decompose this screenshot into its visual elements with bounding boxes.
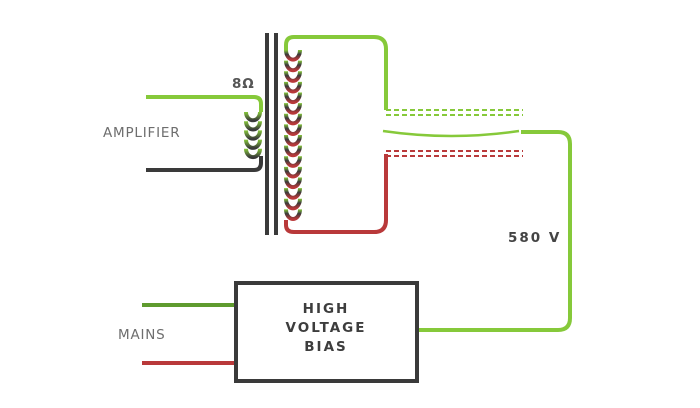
- coil-turn: [284, 209, 302, 221]
- coil-turn: [284, 187, 302, 200]
- impedance-label: 8Ω: [232, 76, 255, 92]
- coil-turn: [244, 148, 262, 159]
- coil-turn: [284, 102, 302, 115]
- bias-line-bias: BIAS: [304, 339, 348, 355]
- coil-turn: [284, 156, 302, 168]
- transformer-core-left-bar: [265, 33, 269, 235]
- coil-turn: [284, 166, 302, 179]
- amplifier-signal-wire: [146, 95, 263, 112]
- coil-turn: [284, 49, 302, 62]
- high-voltage-supply-wire: [419, 130, 572, 332]
- coil-turn: [284, 177, 302, 190]
- secondary-winding: [284, 49, 302, 221]
- bias-line-high: HIGH: [302, 301, 350, 317]
- secondary-top-wire: [284, 35, 388, 110]
- coil-turn: [244, 111, 262, 123]
- coil-turn: [244, 130, 262, 141]
- coil-turn: [244, 139, 262, 150]
- coil-turn: [284, 71, 302, 83]
- amplifier-label: AMPLIFIER: [103, 125, 181, 141]
- coil-turn: [284, 134, 302, 147]
- signal-trace: [382, 129, 520, 138]
- amplifier-ground-wire: [146, 156, 263, 172]
- coil-turn: [284, 113, 302, 126]
- transformer-core-right-bar: [274, 33, 278, 235]
- mains-label: MAINS: [118, 327, 166, 343]
- coil-turn: [284, 92, 302, 105]
- coil-turn: [284, 81, 302, 94]
- high-voltage-bias-box: [234, 281, 419, 383]
- bias-line-voltage: VOLTAGE: [285, 320, 367, 336]
- coil-turn: [284, 145, 302, 158]
- coil-turn: [244, 120, 262, 132]
- coil-turn: [284, 198, 302, 211]
- primary-winding: [244, 111, 262, 159]
- voltage-label: 580 V: [508, 230, 562, 246]
- bias-box-label: HIGH VOLTAGE BIAS: [236, 300, 416, 357]
- coil-turn: [284, 60, 302, 73]
- secondary-bottom-wire: [284, 154, 388, 234]
- coil-turn: [284, 124, 302, 136]
